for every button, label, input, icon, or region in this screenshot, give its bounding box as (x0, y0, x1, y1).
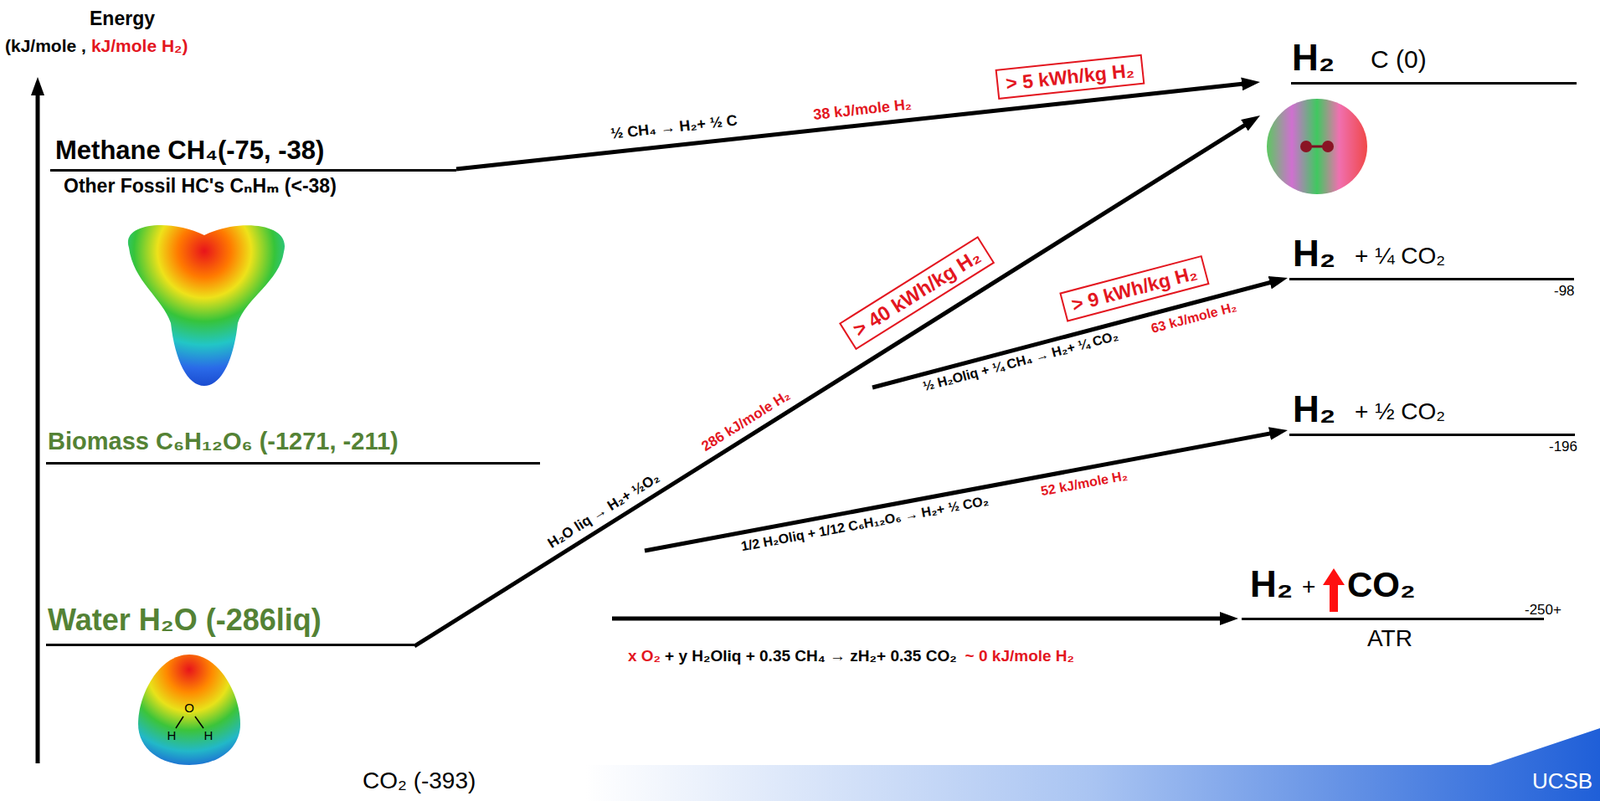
level-line (1289, 277, 1575, 281)
energy-value: 286 kJ/mole H₂ (699, 387, 794, 456)
reference-level: CO₂ (-393) (362, 767, 476, 795)
energy-callout: > 5 kWh/kg H₂ (995, 54, 1146, 101)
energy-value: -196 (1548, 438, 1578, 456)
axis-unit: kJ/mole H₂) (91, 36, 189, 57)
increase-arrow (1322, 568, 1345, 613)
atom (1322, 140, 1334, 153)
byproduct: C (0) (1370, 45, 1427, 75)
level-line (1241, 617, 1544, 621)
increase-arrow-shape (1322, 568, 1345, 613)
reaction-equation: + y H₂Oliq + 0.35 CH₄ → zH₂+ 0.35 CO₂ (664, 647, 957, 666)
reaction-arrow (456, 82, 1252, 170)
reaction-equation: ½ CH₄ → H₂+ ½ C (609, 112, 738, 144)
reaction-arrow (612, 617, 1230, 622)
footer-band (586, 728, 1600, 801)
product-formula: H₂ (1291, 36, 1335, 80)
energy-level: Methane CH₄(-75, -38) Other Fossil HC's C… (50, 133, 457, 201)
level-line (1291, 82, 1577, 85)
bond (175, 716, 184, 729)
energy-level: H₂ C (0) (1260, 38, 1577, 198)
product-formula: H₂ (1292, 388, 1336, 432)
bond (195, 716, 204, 729)
energy-level: H₂ + ¼ CO₂ -98 (1289, 234, 1581, 302)
reaction-equation: ½ H₂Oliq + ¼ CH₄ → H₂+ ¼ CO₂ (920, 328, 1120, 395)
energy-value: ~ 0 kJ/mole H₂ (965, 647, 1075, 666)
level-line (50, 169, 457, 172)
level-line (46, 462, 541, 465)
energy-value: -98 (1553, 282, 1575, 300)
reaction-equation: x O₂ (627, 647, 661, 666)
level-line (46, 643, 415, 647)
byproduct: + ½ CO₂ (1354, 398, 1446, 426)
atom-symbol: H (167, 728, 177, 743)
logo-text: UCSB (1532, 769, 1593, 795)
reaction-equation: H₂O liq → H₂+ ½O₂ (545, 469, 663, 552)
energy-value: -250+ (1524, 601, 1562, 619)
energy-level: H₂ + CO₂ -250+ ATR (1241, 565, 1565, 659)
atom-symbol: H (204, 728, 214, 743)
product-formula: H₂ (1292, 232, 1336, 276)
reaction-arrow (414, 119, 1254, 647)
product-formula: H₂ (1250, 563, 1293, 607)
energy-value: 63 kJ/mole H₂ (1149, 299, 1239, 338)
axis-title: Energy (89, 7, 155, 30)
level-note: Other Fossil HC's CₙHₘ (<-38) (63, 174, 337, 197)
reaction-arrow (644, 432, 1280, 551)
process-name: ATR (1367, 625, 1413, 653)
level-line (1289, 433, 1575, 437)
level-name: Biomass C₆H₁₂O₆ (-1271, -211) (47, 427, 399, 456)
level-name: Water H₂O (-286liq) (47, 602, 322, 638)
water-molecule (138, 654, 241, 766)
level-name: Methane CH₄(-75, -38) (55, 135, 325, 166)
energy-level: Water H₂O (-286liq) (46, 601, 415, 647)
plus-sign: + (1301, 573, 1316, 601)
axis-unit: (kJ/mole , (5, 36, 87, 57)
methane-molecule (128, 225, 285, 386)
energy-level: H₂ + ½ CO₂ -196 (1289, 390, 1582, 458)
hydrogen-molecule (1266, 98, 1368, 195)
byproduct: CO₂ (1347, 565, 1416, 606)
atom-symbol: O (184, 700, 195, 716)
energy-axis (36, 85, 41, 764)
byproduct: + ¼ CO₂ (1354, 242, 1446, 270)
energy-level: Biomass C₆H₁₂O₆ (-1271, -211) (46, 422, 541, 465)
atom (1300, 140, 1312, 153)
